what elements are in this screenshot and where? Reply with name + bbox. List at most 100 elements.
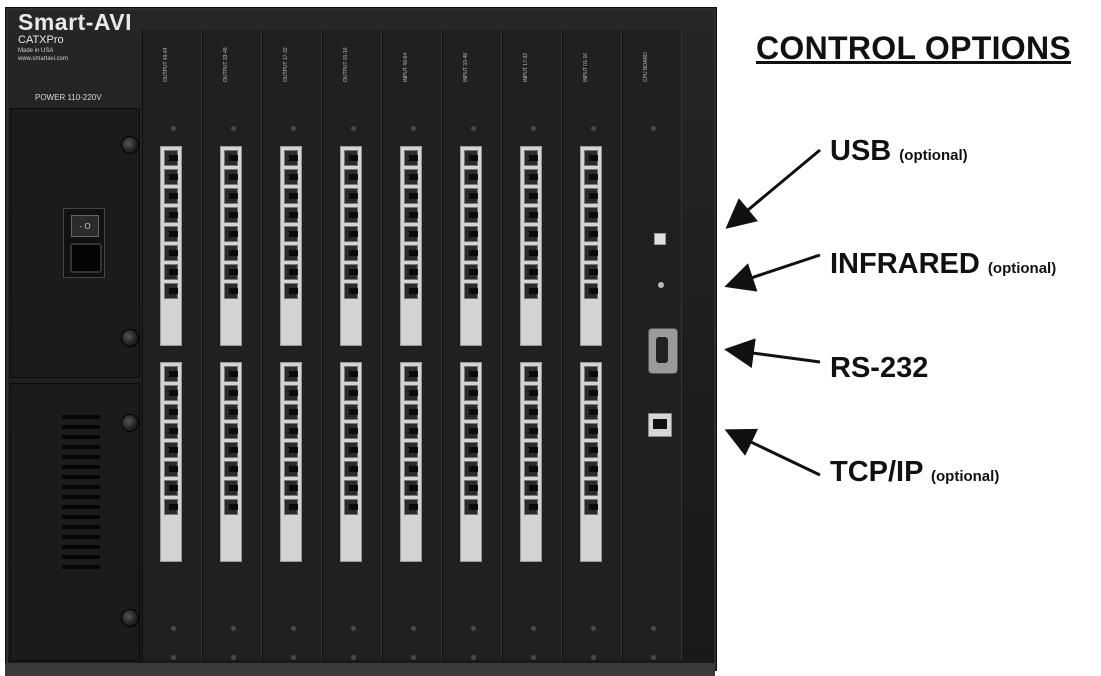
rj45-port[interactable] — [524, 283, 538, 299]
rj45-port[interactable] — [404, 499, 418, 515]
rj45-port[interactable] — [464, 404, 478, 420]
rj45-port[interactable] — [164, 245, 178, 261]
rj45-port[interactable] — [404, 150, 418, 166]
rj45-port[interactable] — [224, 461, 238, 477]
rj45-port[interactable] — [164, 404, 178, 420]
rj45-port[interactable] — [224, 207, 238, 223]
rj45-port[interactable] — [404, 283, 418, 299]
rj45-port[interactable] — [524, 423, 538, 439]
rj45-port[interactable] — [584, 283, 598, 299]
rj45-port[interactable] — [284, 188, 298, 204]
rj45-port[interactable] — [464, 283, 478, 299]
rj45-port[interactable] — [464, 169, 478, 185]
rj45-port[interactable] — [404, 264, 418, 280]
rj45-port[interactable] — [404, 461, 418, 477]
rj45-port[interactable] — [344, 169, 358, 185]
rj45-port[interactable] — [344, 188, 358, 204]
tcp-ip-port[interactable] — [648, 413, 672, 437]
rj45-port[interactable] — [284, 499, 298, 515]
rj45-port[interactable] — [284, 207, 298, 223]
rj45-port[interactable] — [344, 404, 358, 420]
rj45-port[interactable] — [164, 150, 178, 166]
rj45-port[interactable] — [284, 245, 298, 261]
rj45-port[interactable] — [164, 480, 178, 496]
rj45-port[interactable] — [464, 207, 478, 223]
rj45-port[interactable] — [344, 480, 358, 496]
rj45-port[interactable] — [404, 226, 418, 242]
rj45-port[interactable] — [224, 423, 238, 439]
rj45-port[interactable] — [584, 264, 598, 280]
rj45-port[interactable] — [464, 226, 478, 242]
rj45-port[interactable] — [524, 188, 538, 204]
rj45-port[interactable] — [344, 150, 358, 166]
rj45-port[interactable] — [524, 169, 538, 185]
rj45-port[interactable] — [584, 423, 598, 439]
rj45-port[interactable] — [404, 188, 418, 204]
rj45-port[interactable] — [344, 207, 358, 223]
rs232-port[interactable] — [648, 328, 678, 374]
rj45-port[interactable] — [284, 226, 298, 242]
rj45-port[interactable] — [404, 207, 418, 223]
rj45-port[interactable] — [284, 385, 298, 401]
rj45-port[interactable] — [284, 404, 298, 420]
rj45-port[interactable] — [224, 264, 238, 280]
rj45-port[interactable] — [344, 283, 358, 299]
rj45-port[interactable] — [164, 264, 178, 280]
rj45-port[interactable] — [284, 366, 298, 382]
rj45-port[interactable] — [404, 423, 418, 439]
rj45-port[interactable] — [224, 245, 238, 261]
rj45-port[interactable] — [224, 385, 238, 401]
rj45-port[interactable] — [584, 150, 598, 166]
rj45-port[interactable] — [224, 150, 238, 166]
rj45-port[interactable] — [164, 423, 178, 439]
usb-port[interactable] — [654, 233, 666, 245]
rj45-port[interactable] — [164, 283, 178, 299]
rj45-port[interactable] — [344, 442, 358, 458]
rj45-port[interactable] — [584, 499, 598, 515]
rj45-port[interactable] — [584, 245, 598, 261]
rj45-port[interactable] — [284, 150, 298, 166]
power-switch[interactable]: - O — [71, 215, 99, 237]
rj45-port[interactable] — [224, 188, 238, 204]
rj45-port[interactable] — [224, 442, 238, 458]
rj45-port[interactable] — [284, 264, 298, 280]
rj45-port[interactable] — [344, 423, 358, 439]
rj45-port[interactable] — [584, 480, 598, 496]
rj45-port[interactable] — [344, 226, 358, 242]
rj45-port[interactable] — [404, 404, 418, 420]
rj45-port[interactable] — [524, 442, 538, 458]
rj45-port[interactable] — [584, 385, 598, 401]
rj45-port[interactable] — [344, 499, 358, 515]
rj45-port[interactable] — [224, 283, 238, 299]
rj45-port[interactable] — [344, 385, 358, 401]
rj45-port[interactable] — [524, 480, 538, 496]
rj45-port[interactable] — [284, 283, 298, 299]
rj45-port[interactable] — [404, 169, 418, 185]
rj45-port[interactable] — [584, 366, 598, 382]
rj45-port[interactable] — [524, 385, 538, 401]
power-socket[interactable]: - O — [63, 208, 105, 278]
rj45-port[interactable] — [164, 499, 178, 515]
rj45-port[interactable] — [524, 226, 538, 242]
rj45-port[interactable] — [344, 461, 358, 477]
rj45-port[interactable] — [404, 442, 418, 458]
rj45-port[interactable] — [284, 461, 298, 477]
rj45-port[interactable] — [584, 169, 598, 185]
rj45-port[interactable] — [584, 404, 598, 420]
rj45-port[interactable] — [584, 226, 598, 242]
rj45-port[interactable] — [224, 404, 238, 420]
rj45-port[interactable] — [464, 442, 478, 458]
rj45-port[interactable] — [224, 480, 238, 496]
rj45-port[interactable] — [464, 188, 478, 204]
rj45-port[interactable] — [524, 461, 538, 477]
rj45-port[interactable] — [164, 366, 178, 382]
rj45-port[interactable] — [464, 499, 478, 515]
rj45-port[interactable] — [224, 366, 238, 382]
rj45-port[interactable] — [524, 150, 538, 166]
rj45-port[interactable] — [524, 207, 538, 223]
rj45-port[interactable] — [584, 207, 598, 223]
rj45-port[interactable] — [164, 207, 178, 223]
rj45-port[interactable] — [464, 480, 478, 496]
rj45-port[interactable] — [224, 169, 238, 185]
rj45-port[interactable] — [524, 264, 538, 280]
